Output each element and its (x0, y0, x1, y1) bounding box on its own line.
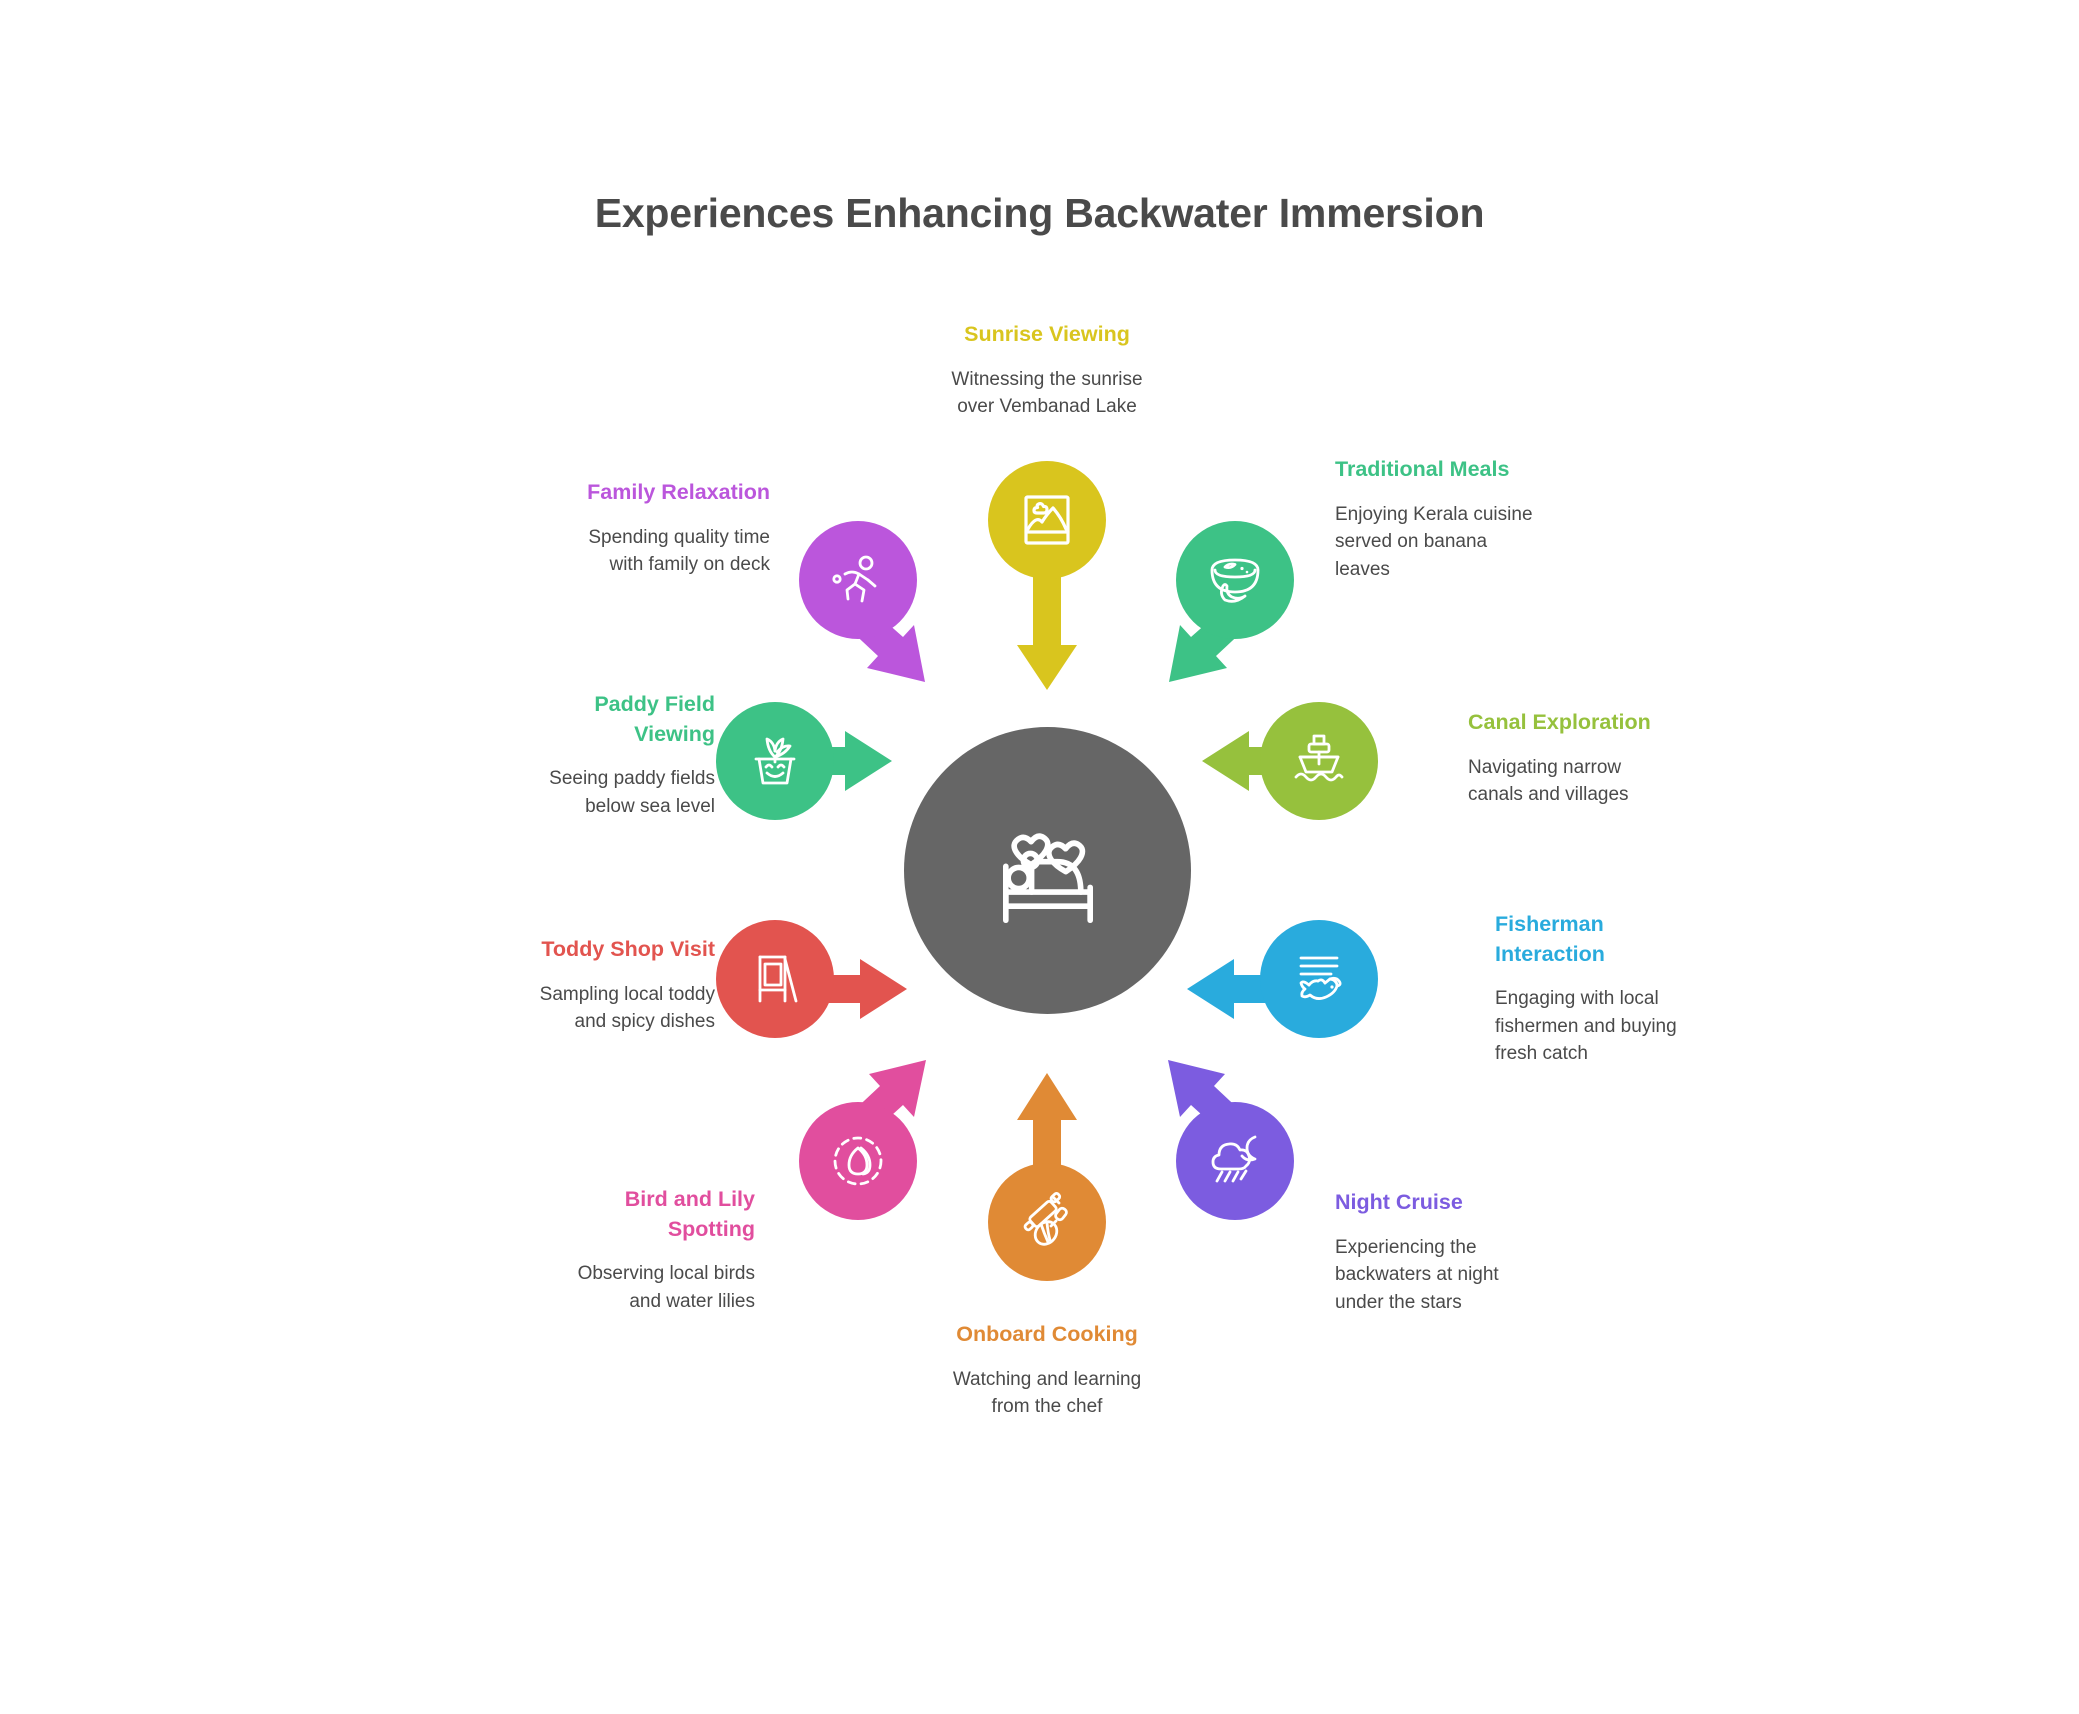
running-person-icon (832, 555, 877, 603)
rolling-pin-whisk-icon (1023, 1192, 1068, 1246)
label-sunrise-viewing: Sunrise Viewing Witnessing the sunrise o… (747, 320, 1347, 421)
fish-icon (1299, 956, 1342, 1000)
label-desc: Experiencing the backwaters at night und… (1335, 1236, 1499, 1313)
label-onboard-cooking: Onboard Cooking Watching and learning fr… (747, 1320, 1347, 1421)
arrow-sunrise-viewing (1017, 570, 1077, 690)
node-fisherman-interaction[interactable] (1260, 920, 1378, 1038)
page-title: Experiences Enhancing Backwater Immersio… (594, 190, 1485, 236)
label-title: Onboard Cooking (956, 1322, 1138, 1346)
potted-plant-smile-icon (754, 737, 796, 785)
node-family-relaxation[interactable] (799, 521, 917, 639)
image-landscape-icon (1024, 495, 1070, 545)
node-paddy-field-viewing[interactable] (716, 702, 834, 820)
arrow-paddy-field-viewing (776, 731, 892, 791)
cloud-moon-rain-icon (1211, 1135, 1257, 1183)
arrow-fisherman-interaction (1187, 959, 1300, 1019)
label-title: Bird and Lily Spotting (624, 1187, 755, 1241)
label-title: Canal Exploration (1468, 710, 1651, 734)
label-family-relaxation: Family Relaxation Spending quality time … (430, 478, 770, 579)
node-sunrise-viewing[interactable] (988, 461, 1106, 579)
label-bird-lily-spotting: Bird and Lily Spotting Observing local b… (415, 1185, 755, 1315)
label-desc: Sampling local toddy and spicy dishes (539, 983, 715, 1033)
ship-boat-icon (1294, 734, 1344, 782)
label-desc: Navigating narrow canals and villages (1468, 756, 1629, 806)
label-canal-exploration: Canal Exploration Navigating narrow cana… (1468, 708, 1808, 809)
label-desc: Watching and learning from the chef (952, 1368, 1142, 1418)
label-night-cruise: Night Cruise Experiencing the backwaters… (1335, 1188, 1675, 1316)
label-desc: Engaging with local fishermen and buying… (1495, 988, 1677, 1065)
bed-with-hearts-icon (1002, 832, 1093, 923)
label-desc: Seeing paddy fields below sea level (549, 768, 715, 817)
egg-nest-icon (833, 1136, 883, 1186)
node-toddy-shop-visit[interactable] (716, 920, 834, 1038)
node-canal-exploration[interactable] (1260, 702, 1378, 820)
label-title: Family Relaxation (587, 480, 770, 504)
label-traditional-meals: Traditional Meals Enjoying Kerala cuisin… (1335, 455, 1675, 583)
label-title: Sunrise Viewing (964, 322, 1130, 346)
label-desc: Witnessing the sunrise over Vembanad Lak… (951, 368, 1143, 418)
label-title: Paddy Field Viewing (594, 692, 715, 746)
label-desc: Observing local birds and water lilies (577, 1263, 755, 1312)
node-bird-lily-spotting[interactable] (799, 1102, 917, 1220)
label-title: Fisherman Interaction (1495, 912, 1605, 966)
label-desc: Enjoying Kerala cuisine served on banana… (1335, 503, 1533, 580)
arrow-toddy-shop-visit (776, 959, 907, 1019)
node-onboard-cooking[interactable] (988, 1163, 1106, 1281)
label-toddy-shop-visit: Toddy Shop Visit Sampling local toddy an… (390, 935, 715, 1036)
label-title: Toddy Shop Visit (541, 937, 715, 961)
label-paddy-field-viewing: Paddy Field Viewing Seeing paddy fields … (390, 690, 715, 820)
label-title: Traditional Meals (1335, 457, 1510, 481)
label-fisherman-interaction: Fisherman Interaction Engaging with loca… (1495, 910, 1835, 1068)
arrow-onboard-cooking (1017, 1073, 1077, 1198)
node-traditional-meals[interactable] (1176, 521, 1294, 639)
sandwich-board-sign-icon (758, 955, 798, 1003)
center-node[interactable] (904, 727, 1191, 1014)
soup-bowl-chili-icon (1210, 558, 1260, 603)
label-title: Night Cruise (1335, 1190, 1463, 1214)
label-desc: Spending quality time with family on dec… (588, 526, 770, 576)
node-night-cruise[interactable] (1176, 1102, 1294, 1220)
